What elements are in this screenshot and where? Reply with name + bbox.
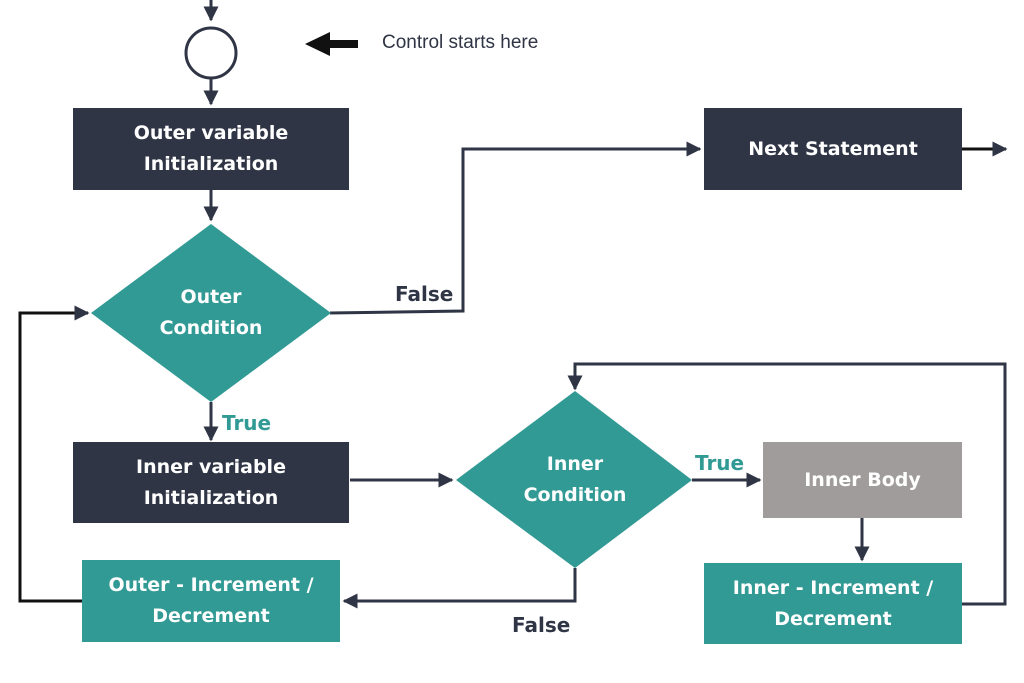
inner-increment-text: Inner - Increment / Decrement xyxy=(732,576,934,630)
inner-increment-box: Inner - Increment / Decrement xyxy=(704,563,962,644)
outer-false-arrow xyxy=(329,141,702,315)
outer-init-text: Outer variable Initialization xyxy=(133,122,289,175)
outer-loop-back-arrow xyxy=(18,305,90,603)
inner-condition-label: Inner Condition xyxy=(475,440,675,520)
inner-body-text: Inner Body xyxy=(804,468,921,491)
inner-false-arrow xyxy=(342,568,577,609)
outer-false-label: False xyxy=(395,282,454,306)
left-arrow-icon xyxy=(305,32,358,56)
inner-true-label: True xyxy=(695,451,745,475)
outer-increment-box: Outer - Increment / Decrement xyxy=(82,560,340,642)
inner-loop-back-arrow xyxy=(567,362,1007,606)
control-start-note: Control starts here xyxy=(382,32,539,53)
outer-condition-diamond xyxy=(91,224,331,402)
outer-true-label: True xyxy=(222,411,272,435)
outer-condition-text: Outer Condition xyxy=(159,286,263,339)
inner-false-label: False xyxy=(512,613,571,637)
start-node-circle xyxy=(184,26,238,80)
outer-condition-label: Outer Condition xyxy=(111,273,311,353)
inner-init-text: Inner variable Initialization xyxy=(136,455,286,509)
outer-init-box: Outer variable Initialization xyxy=(73,108,349,190)
next-statement-text: Next Statement xyxy=(748,137,918,160)
next-statement-box: Next Statement xyxy=(704,108,962,190)
inner-init-box: Inner variable Initialization xyxy=(73,442,349,523)
inner-condition-text: Inner Condition xyxy=(523,453,627,506)
inner-body-box: Inner Body xyxy=(763,442,962,518)
outer-increment-text: Outer - Increment / Decrement xyxy=(108,574,314,627)
inner-condition-diamond xyxy=(456,391,692,568)
